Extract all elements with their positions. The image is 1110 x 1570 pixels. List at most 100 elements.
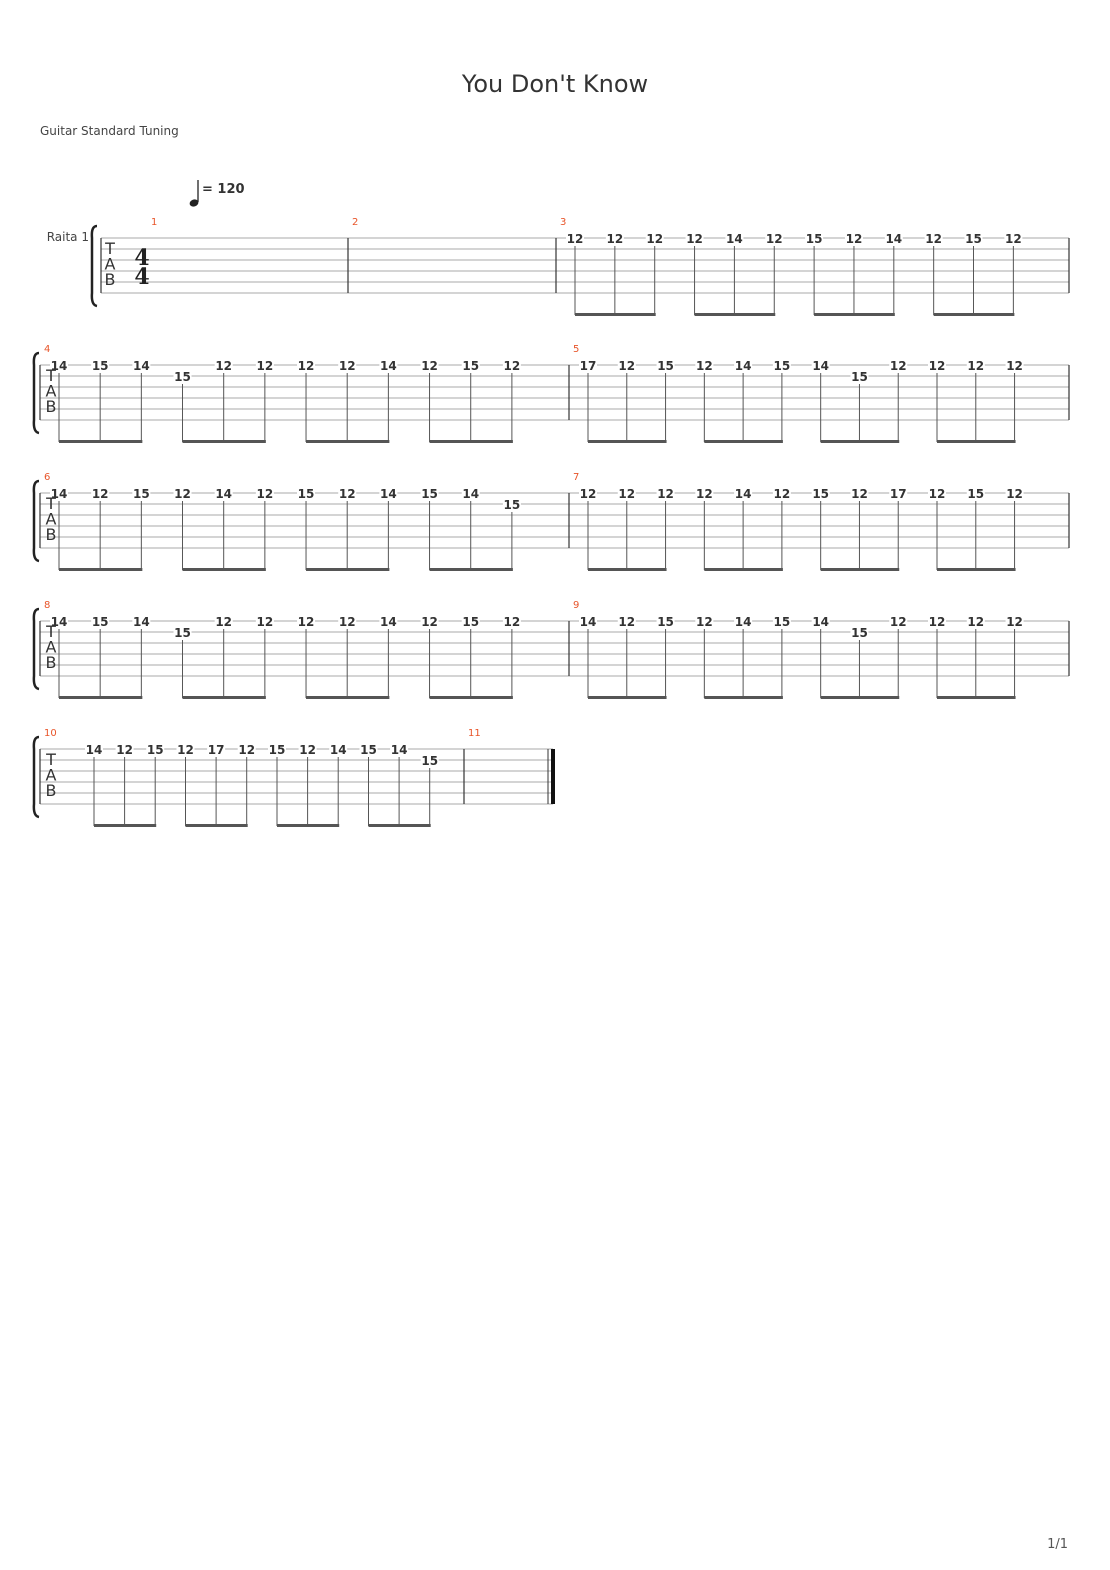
fret-bg (379, 360, 398, 372)
fret-bg (298, 744, 317, 756)
fret-number: 12 (1006, 487, 1023, 501)
fret-number: 15 (174, 370, 191, 384)
fret-bg (772, 616, 791, 628)
fret-bg (805, 233, 824, 245)
fret-bg (734, 360, 753, 372)
fret-number: 12 (257, 359, 274, 373)
beam (820, 568, 900, 571)
fret-bg (964, 233, 983, 245)
fret-number: 15 (133, 487, 150, 501)
fret-bg (173, 488, 192, 500)
fret-bg (1005, 488, 1024, 500)
fret-bg (359, 744, 378, 756)
fret-number: 15 (462, 615, 479, 629)
fret-number: 15 (967, 487, 984, 501)
fret-bg (605, 233, 624, 245)
beam (185, 824, 248, 827)
fret-bg (924, 233, 943, 245)
beam (59, 440, 143, 443)
fret-number: 14 (380, 359, 397, 373)
fret-number: 12 (421, 359, 438, 373)
fret-bg (566, 233, 584, 245)
beam (820, 440, 900, 443)
fret-bg (297, 360, 316, 372)
fret-number: 12 (890, 615, 907, 629)
fret-number: 15 (462, 359, 479, 373)
fret-bg (645, 233, 664, 245)
fret-bg (132, 488, 151, 500)
fret-number: 14 (86, 743, 103, 757)
tab-clef-letter: B (46, 653, 57, 672)
fret-number: 15 (851, 370, 868, 384)
fret-number: 12 (774, 487, 791, 501)
fret-number: 12 (657, 487, 674, 501)
fret-number: 12 (618, 487, 635, 501)
tab-clef-letter: T (45, 750, 56, 769)
fret-number: 12 (1006, 615, 1023, 629)
fret-bg (725, 233, 744, 245)
fret-number: 12 (339, 359, 356, 373)
fret-bg (338, 360, 357, 372)
fret-number: 15 (174, 626, 191, 640)
measure-number: 1 (151, 217, 157, 228)
fret-number: 15 (147, 743, 164, 757)
fret-bg (889, 616, 908, 628)
fret-number: 12 (339, 487, 356, 501)
beam (306, 696, 390, 699)
measure-number: 10 (44, 728, 57, 739)
fret-number: 14 (380, 615, 397, 629)
tab-clef-letter: A (46, 510, 57, 529)
fret-number: 14 (735, 359, 752, 373)
fret-number: 15 (92, 615, 109, 629)
fret-number: 12 (646, 232, 663, 246)
beam (937, 440, 1016, 443)
fret-number: 14 (735, 615, 752, 629)
fret-number: 14 (215, 487, 232, 501)
fret-number: 14 (380, 487, 397, 501)
fret-number: 14 (51, 487, 68, 501)
tab-clef-letter: B (105, 270, 116, 289)
beam (306, 568, 390, 571)
fret-number: 15 (269, 743, 286, 757)
fret-bg (811, 488, 830, 500)
fret-bg (966, 616, 985, 628)
fret-number: 14 (133, 359, 150, 373)
fret-bg (850, 371, 869, 383)
fret-number: 15 (298, 487, 315, 501)
fret-bg (811, 360, 830, 372)
fret-bg (695, 616, 714, 628)
beam (588, 440, 667, 443)
fret-number: 15 (421, 487, 438, 501)
fret-bg (91, 360, 110, 372)
fret-number: 14 (812, 615, 829, 629)
fret-number: 12 (929, 359, 946, 373)
fret-number: 12 (929, 615, 946, 629)
tab-clef-letter: B (46, 525, 57, 544)
fret-number: 15 (965, 232, 982, 246)
fret-number: 15 (504, 498, 521, 512)
fret-number: 12 (116, 743, 133, 757)
measure-number: 7 (573, 472, 579, 483)
measure-number: 3 (560, 217, 566, 228)
tab-clef-letter: A (46, 382, 57, 401)
measure-number: 2 (352, 217, 358, 228)
fret-number: 14 (462, 487, 479, 501)
system-bracket (32, 351, 40, 435)
fret-number: 12 (92, 487, 109, 501)
fret-number: 12 (925, 232, 942, 246)
track-name: Raita 1 (47, 230, 89, 244)
staff-system-2 (32, 351, 1070, 443)
beam (277, 824, 340, 827)
fret-bg (85, 744, 103, 756)
system-bracket (32, 479, 40, 563)
fret-number: 12 (298, 615, 315, 629)
measure-number: 9 (573, 600, 579, 611)
staff-system-5 (32, 735, 555, 827)
fret-number: 12 (967, 359, 984, 373)
page-number: 1/1 (1047, 1537, 1068, 1552)
fret-number: 12 (238, 743, 255, 757)
tab-clef-letter: B (46, 397, 57, 416)
fret-number: 14 (391, 743, 408, 757)
tab-clef-letter: T (45, 366, 56, 385)
fret-bg (255, 360, 274, 372)
